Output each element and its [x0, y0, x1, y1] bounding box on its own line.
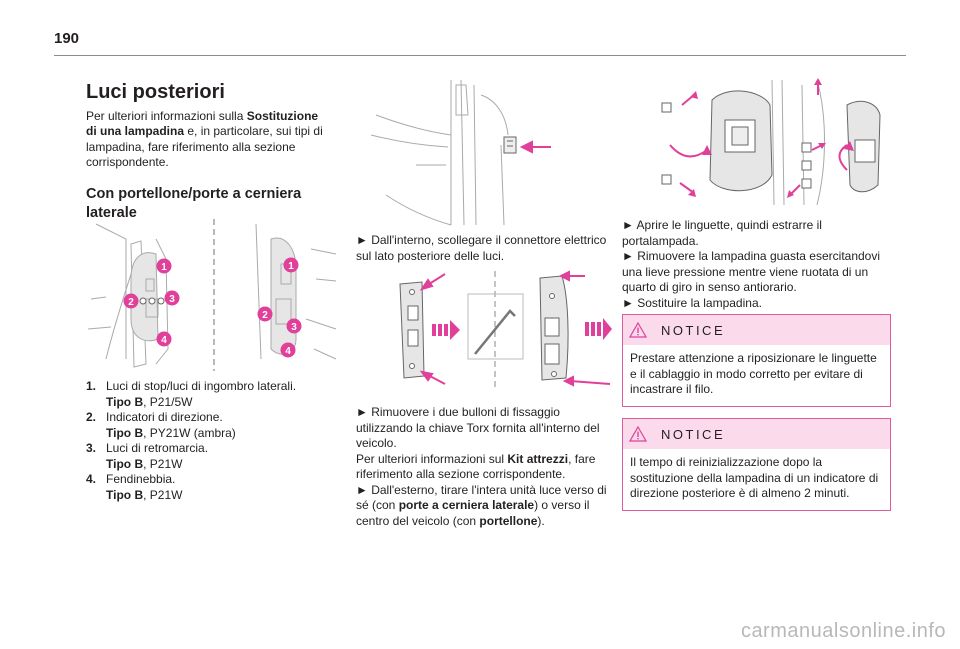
- marker-4b: 4: [285, 346, 291, 357]
- notice-header: NOTICE: [623, 315, 890, 345]
- subsection-title: Con portellone/porte a cerniera laterale: [86, 185, 302, 221]
- instruction-text: ► Rimuovere i due bulloni di fissaggio u…: [356, 405, 600, 450]
- instruction-text: ► Sostituire la lampadina.: [622, 295, 762, 310]
- marker-3: 3: [169, 294, 175, 305]
- notice-box-2: NOTICE Il tempo di reinizializzazione do…: [622, 418, 891, 511]
- instruction-text: ► Dall'interno, scollegare il connettore…: [356, 233, 607, 263]
- marker-3b: 3: [291, 322, 297, 333]
- marker-1: 1: [161, 262, 167, 273]
- figure-bolts-removal: [390, 266, 612, 394]
- notice-text: Il tempo di reinizializzazione dopo la s…: [630, 455, 879, 500]
- intro-text: Per ulteriori informazioni sulla: [86, 108, 247, 123]
- torx-key-icon: [474, 309, 516, 355]
- intro-paragraph: Per ulteriori informazioni sulla Sostitu…: [86, 109, 332, 171]
- notice-label: NOTICE: [661, 426, 726, 442]
- header-rule: [54, 55, 906, 56]
- list-item: 3.Luci di retromarcia.Tipo B, P21W: [86, 441, 209, 471]
- warning-triangle-icon: [629, 322, 647, 338]
- bulb-list: 1.Luci di stop/luci di ingombro laterali…: [86, 379, 332, 503]
- marker-1b: 1: [288, 261, 294, 272]
- instruction-text: ► Dall'esterno, tirare l'intera unità lu…: [356, 482, 607, 528]
- info-paragraph: Per ulteriori informazioni sul Kit attre…: [356, 451, 596, 482]
- intro-text-end: e, in particolare, sui tipi di lampadina…: [86, 124, 323, 169]
- step-bolts: ► Rimuovere i due bulloni di fissaggio u…: [356, 405, 608, 529]
- warning-triangle-icon: [629, 426, 647, 442]
- watermark: carmanualsonline.info: [740, 620, 946, 642]
- marker-2b: 2: [262, 310, 268, 321]
- bulb-list-container: 1.Luci di stop/luci di ingombro laterali…: [86, 379, 332, 503]
- step-disconnect: ► Dall'interno, scollegare il connettore…: [356, 233, 608, 264]
- section-intro: Luci posteriori Per ulteriori informazio…: [86, 81, 332, 223]
- list-item: 1.Luci di stop/luci di ingombro laterali…: [86, 379, 297, 409]
- notice-text: Prestare attenzione a riposizionare le l…: [630, 351, 877, 396]
- notice-header: NOTICE: [623, 419, 890, 449]
- instruction-text: ► Rimuovere la lampadina guasta esercita…: [622, 249, 881, 294]
- marker-4: 4: [161, 335, 167, 346]
- page-number: 190: [54, 30, 80, 47]
- intro-link: Sostituzione di una lampadina: [86, 108, 319, 139]
- marker-2: 2: [128, 297, 134, 308]
- notice-box-1: NOTICE Prestare attenzione a riposiziona…: [622, 314, 891, 407]
- step-remove-bulb: ► Aprire le linguette, quindi estrarre i…: [622, 218, 892, 311]
- list-item: 4.Fendinebbia.Tipo B, P21W: [86, 472, 183, 502]
- figure-bulb-holder: [622, 75, 892, 210]
- figure-rear-lights-diagram: 1 2 3 4 1 2 3 4: [86, 219, 338, 371]
- arrow-icon: [519, 140, 533, 154]
- section-title: Luci posteriori: [86, 81, 225, 103]
- instruction-text: ► Aprire le linguette, quindi estrarre i…: [622, 218, 822, 248]
- figure-connector: [356, 75, 608, 230]
- list-item: 2.Indicatori di direzione.Tipo B, PY21W …: [86, 410, 236, 440]
- notice-label: NOTICE: [661, 322, 726, 338]
